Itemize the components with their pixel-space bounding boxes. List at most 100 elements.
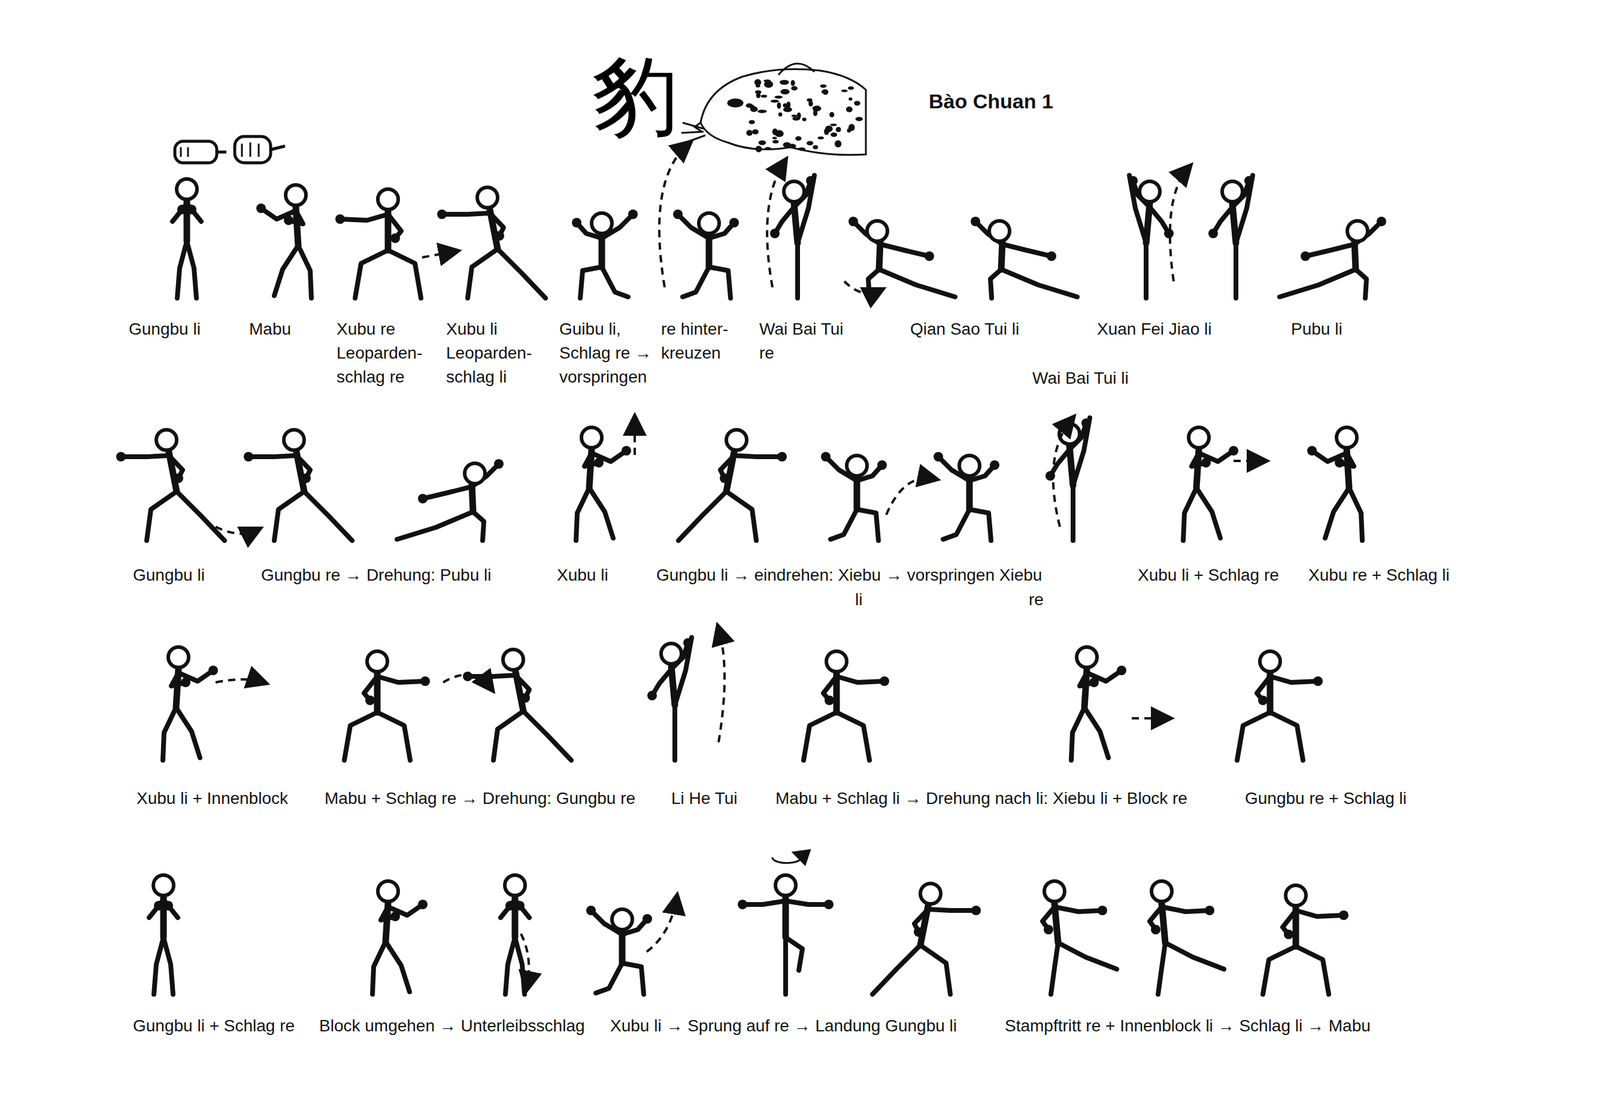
figure-limb <box>1349 488 1363 541</box>
figure-fist <box>494 459 504 469</box>
figure-limb <box>377 676 426 683</box>
leopard-spot <box>756 92 761 99</box>
figure-limb <box>836 676 885 683</box>
figure-head <box>1347 220 1368 242</box>
figure-limb <box>500 900 515 918</box>
figure-head <box>477 187 498 208</box>
figure-head <box>698 213 720 234</box>
leopard-spot <box>830 132 838 138</box>
figure-fist <box>153 901 164 911</box>
leopard-spot <box>802 117 807 122</box>
leopard-spot <box>772 136 778 139</box>
stance-figure <box>737 875 834 995</box>
figure-limb <box>467 675 516 677</box>
figure-limb <box>497 249 546 299</box>
figure-fist <box>823 900 834 910</box>
figure-fist <box>417 494 428 504</box>
figure-head <box>846 455 868 477</box>
figure-fist <box>586 905 596 916</box>
stance-figure <box>647 637 693 761</box>
step-caption: Wai Bai Tui li <box>1032 366 1129 391</box>
leopard-spot <box>752 129 759 135</box>
figure-limb <box>1002 244 1052 257</box>
figure-fist <box>335 214 345 224</box>
stance-figure <box>1149 881 1224 995</box>
figure-fist <box>390 911 400 922</box>
figure-limb <box>344 712 378 761</box>
step-caption: Xubu li <box>556 563 609 588</box>
figure-limb <box>580 267 602 299</box>
stance-figure <box>437 187 546 299</box>
chinese-character: 豹 <box>591 52 679 140</box>
figure-limb <box>734 455 783 457</box>
figure-fist <box>1201 458 1211 468</box>
figure-limb <box>682 267 709 298</box>
figure-limb <box>1213 207 1233 234</box>
figure-limb <box>1295 946 1329 995</box>
figure-limb <box>397 511 474 540</box>
figure-head <box>1259 651 1281 672</box>
figure-limb <box>1355 269 1367 299</box>
step-caption: Xubu re Leoparden- schlag re <box>336 317 436 389</box>
figure-head <box>775 875 796 896</box>
figure-limb <box>186 241 197 299</box>
figure-fist <box>673 209 683 220</box>
figure-limb <box>176 707 200 759</box>
motion-arrow <box>1170 167 1189 282</box>
figure-limb <box>146 491 177 541</box>
stance-figure <box>256 185 312 299</box>
stance-figure <box>397 459 504 541</box>
stance-figure <box>820 452 887 541</box>
figure-fist <box>621 446 632 456</box>
figure-limb <box>783 937 789 995</box>
figure-head <box>581 427 602 448</box>
figure-limb <box>803 712 837 761</box>
figure-head <box>377 881 399 902</box>
figure-limb <box>304 491 353 541</box>
figure-head <box>1151 881 1172 902</box>
figure-fist <box>933 452 944 462</box>
figure-limb <box>672 705 678 761</box>
figure-head <box>591 213 612 234</box>
stance-figure <box>344 651 430 761</box>
figure-fist <box>848 216 859 227</box>
figure-limb <box>856 509 879 541</box>
leopard-spot <box>812 145 818 150</box>
step-caption: Xubu re + Schlag li <box>1308 563 1450 588</box>
figure-head <box>1285 885 1306 906</box>
figure-limb <box>1295 910 1344 917</box>
figure-limb <box>589 488 614 539</box>
figure-fist <box>1128 176 1138 186</box>
motion-arrow <box>520 934 529 989</box>
leopard-spot <box>795 136 802 142</box>
figure-limb <box>795 243 800 299</box>
figure-head <box>153 875 174 896</box>
motion-arrow <box>422 251 456 258</box>
step-caption: Pubu li <box>1291 317 1343 342</box>
figure-limb <box>1071 707 1085 761</box>
figure-head <box>661 643 682 665</box>
leopard-spot <box>819 84 827 89</box>
leopard-spot <box>772 128 778 136</box>
figure-fist <box>1150 925 1161 935</box>
figure-head <box>611 909 633 930</box>
stance-figure <box>1128 175 1174 299</box>
figure-limb <box>163 900 178 918</box>
figure-head <box>826 651 847 672</box>
figure-limb <box>372 941 386 995</box>
rotation-arrow <box>772 853 802 864</box>
figure-fist <box>877 460 887 471</box>
stance-figure <box>848 216 956 299</box>
leopard-spot <box>788 143 797 148</box>
leopard-spot <box>797 147 806 151</box>
leopard-spot <box>780 89 790 95</box>
figure-limb <box>493 711 524 761</box>
figure-limb <box>153 937 164 995</box>
figure-head <box>367 651 388 672</box>
figure-limb <box>467 249 498 299</box>
figure-limb <box>473 511 484 541</box>
motion-arrow <box>443 674 492 689</box>
figure-fist <box>256 203 266 214</box>
figure-head <box>464 463 486 484</box>
figure-limb <box>742 901 786 905</box>
